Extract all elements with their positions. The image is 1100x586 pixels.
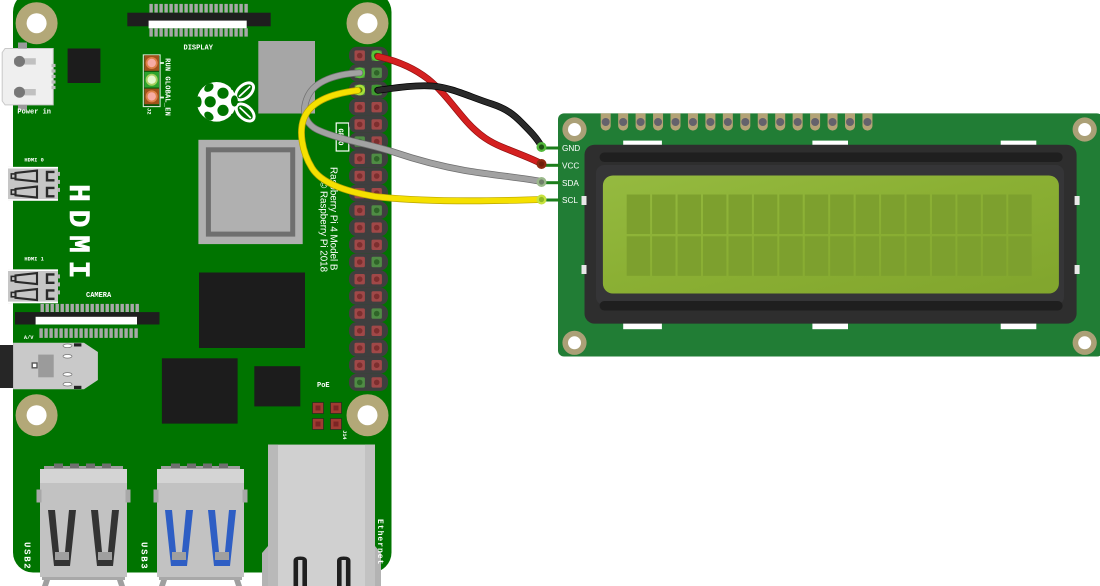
svg-text:Ethernet: Ethernet — [375, 519, 384, 565]
svg-text:SCL: SCL — [562, 196, 578, 205]
svg-text:RUN: RUN — [163, 58, 171, 71]
svg-text:Power in: Power in — [17, 109, 51, 117]
svg-text:HDMI 1: HDMI 1 — [24, 256, 43, 262]
svg-text:DISPLAY: DISPLAY — [184, 44, 214, 52]
svg-text:USB3: USB3 — [139, 542, 149, 570]
svg-text:CAMERA: CAMERA — [86, 292, 112, 300]
svg-text:VCC: VCC — [562, 162, 579, 171]
svg-text:© Raspberry Pi 2018: © Raspberry Pi 2018 — [318, 181, 329, 273]
svg-text:PoE: PoE — [317, 382, 330, 390]
svg-text:J14: J14 — [341, 430, 347, 439]
svg-text:SDA: SDA — [562, 179, 579, 188]
svg-text:GLOBAL_EN: GLOBAL_EN — [163, 76, 171, 116]
svg-text:HDMI 0: HDMI 0 — [24, 157, 43, 163]
svg-text:USB2: USB2 — [22, 542, 32, 570]
svg-text:HDMI: HDMI — [60, 184, 94, 286]
svg-text:J2: J2 — [146, 108, 153, 115]
svg-text:A/V: A/V — [24, 335, 34, 341]
svg-text:GND: GND — [562, 144, 580, 153]
svg-text:Raspberry Pi 4 Model B: Raspberry Pi 4 Model B — [328, 167, 339, 271]
